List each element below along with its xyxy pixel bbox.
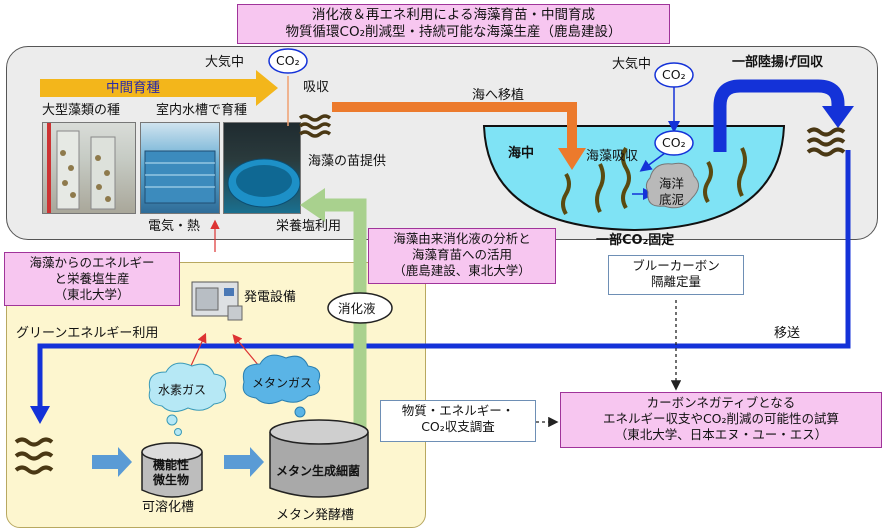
electricity-heat-label: 電気・熱 — [148, 219, 201, 234]
co2-left-label: CO₂ — [276, 53, 300, 68]
absorb-label: 吸収 — [303, 80, 330, 95]
hydrogen-gas-label: 水素ガス — [158, 383, 207, 397]
transplant-label: 海へ移植 — [472, 88, 525, 103]
blue-carbon-box: ブルーカーボン 隔離定量 — [608, 255, 744, 295]
solubilization-to-methane-arrow — [224, 447, 264, 477]
outdoor-tank-photo — [223, 122, 301, 214]
hydrogen-gas-cloud — [148, 362, 227, 412]
tank-label: 室内水槽で育種 — [156, 103, 248, 118]
co2-circle-right-sea — [654, 130, 694, 156]
round-tank-image — [227, 158, 300, 208]
title-line-1: 消化液＆再エネ利用による海藻育苗・中間育成 — [311, 7, 596, 23]
partial-fixation-label: 一部CO₂固定 — [596, 233, 675, 248]
sediment-label: 海洋 底泥 — [659, 176, 685, 207]
digestate-analysis-box: 海藻由来消化液の分析と 海藻育苗への活用 （鹿島建設、東北大学） — [368, 228, 556, 284]
co2-circle-right-top — [654, 62, 694, 88]
seaweed-icon-top — [298, 114, 332, 138]
digestate-label: 消化液 — [338, 301, 376, 316]
title-line-2: 物質循環CO₂削減型・持続可能な海藻生産（鹿島建設） — [285, 24, 622, 41]
methane-tank-label: メタン発酵槽 — [276, 508, 355, 523]
transport-arrow — [37, 150, 851, 410]
tank-image — [144, 150, 216, 204]
title-box: 消化液＆再エネ利用による海藻育苗・中間育成 物質循環CO₂削減型・持続可能な海藻… — [237, 4, 670, 44]
transport-label: 移送 — [774, 326, 801, 341]
methane-tank-icon — [269, 419, 369, 498]
indoor-tank-photo — [140, 122, 220, 214]
digestate-arrow — [322, 198, 367, 430]
seed-label: 大型藻類の種 — [42, 103, 121, 118]
partial-landing-arrow — [713, 79, 845, 152]
solubilization-tank-label: 可溶化槽 — [142, 500, 195, 515]
seaweed-icon-bottom — [14, 437, 54, 475]
carbon-negative-box: カーボンネガティブとなる エネルギー収支やCO₂削減の可能性の試算 （東北大学、… — [560, 392, 882, 448]
atmosphere-right-label: 大気中 — [612, 57, 652, 72]
seed-photo — [42, 122, 136, 214]
seaweed-to-solubilization-arrow — [92, 447, 132, 477]
partial-landing-label: 一部陸揚げ回収 — [732, 55, 824, 70]
intermediate-cultivation-arrow — [40, 70, 278, 106]
atmosphere-left-label: 大気中 — [205, 55, 245, 70]
balance-survey-box: 物質・エネルギー・ CO₂収支調査 — [380, 400, 536, 442]
sediment-blob — [645, 162, 699, 209]
seedling-supply-label: 海藻の苗提供 — [308, 154, 387, 169]
co2-to-seaweed-arrow — [639, 152, 666, 172]
power-facility-label: 発電設備 — [244, 290, 297, 305]
functional-microbes-label: 機能性 微生物 — [153, 458, 190, 487]
digestate-oval — [327, 292, 393, 324]
solubilization-tank-icon — [141, 442, 203, 498]
sea-bowl — [482, 125, 786, 232]
methane-gas-label: メタンガス — [252, 376, 313, 390]
green-energy-label: グリーンエネルギー利用 — [16, 326, 159, 341]
methanogens-label: メタン生成細菌 — [276, 464, 361, 478]
power-generator-icon — [191, 281, 243, 321]
nutrient-use-label: 栄養塩利用 — [276, 219, 342, 234]
co2-right-sea-label: CO₂ — [662, 135, 686, 150]
seed-bottle-image — [47, 123, 116, 213]
intermediate-cultivation-label: 中間育種 — [106, 80, 160, 96]
seaweed-icon-right — [806, 127, 846, 157]
in-sea-label: 海中 — [508, 146, 535, 161]
transplant-arrow — [332, 102, 577, 150]
energy-from-seaweed-box: 海藻からのエネルギー と栄養塩生産 （東北大学） — [4, 252, 180, 306]
seaweed-absorb-label: 海藻吸収 — [586, 149, 639, 164]
methane-gas-cloud — [242, 354, 321, 404]
sea-seaweed-group — [561, 146, 747, 216]
co2-circle-left — [268, 48, 308, 74]
co2-right-top-label: CO₂ — [662, 67, 686, 82]
hydrogen-to-power-arrow — [189, 332, 207, 369]
